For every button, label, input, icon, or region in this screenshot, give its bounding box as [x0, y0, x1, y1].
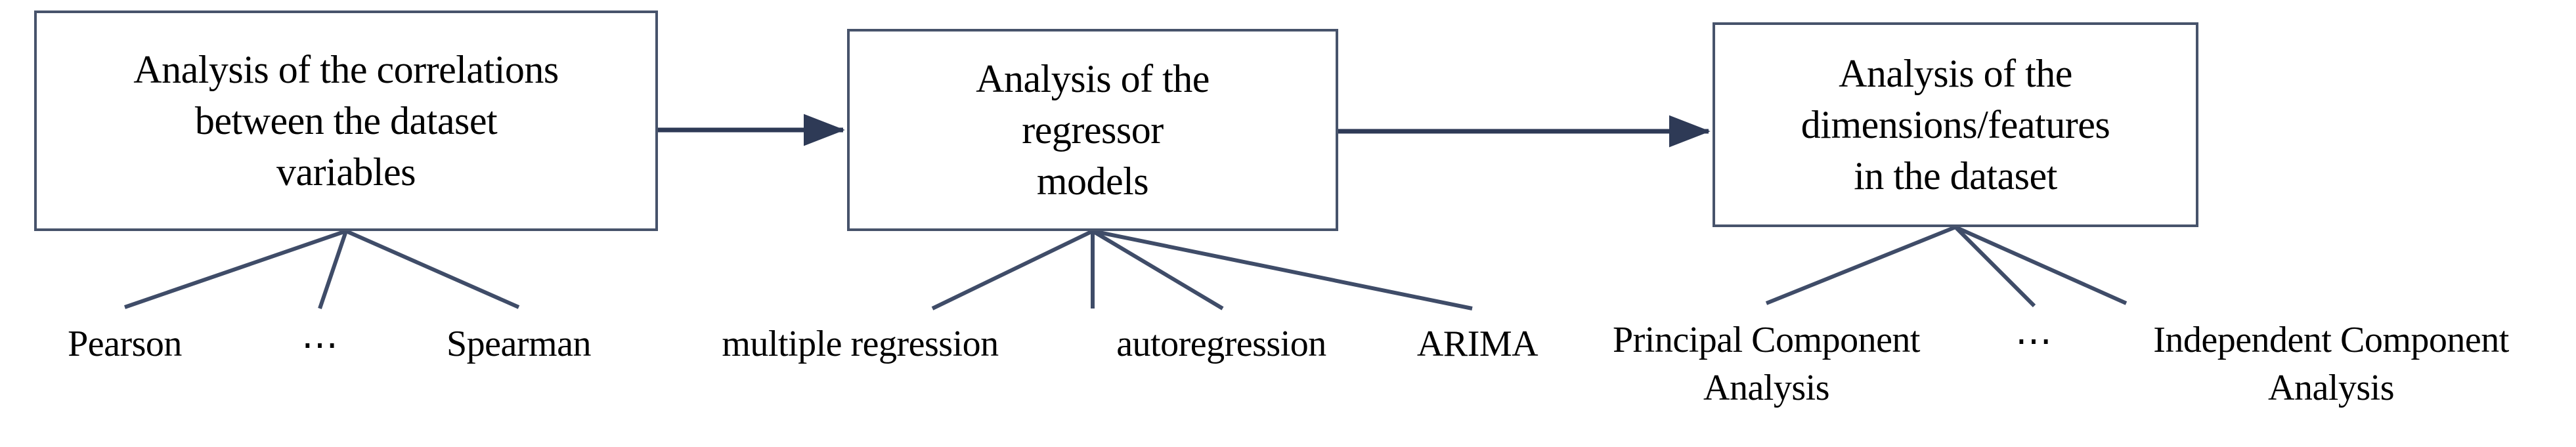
leaf-ellipsis-stage1: ⋯: [301, 325, 342, 366]
leaf-label-autoregression: autoregression: [1116, 324, 1326, 364]
leaf-label-independent-component-analysis: Independent Component Analysis: [2153, 320, 2509, 408]
stage-box-correlations[interactable]: Analysis of the correlations between the…: [34, 11, 658, 231]
stage-box-regressor-models-title: Analysis of the regressor models: [976, 57, 1210, 203]
leaf-ellipsis-stage3: ⋯: [2015, 321, 2056, 362]
leaf-label-spearman: Spearman: [447, 324, 591, 364]
connector-group-stage3: [1765, 225, 2128, 308]
stage-box-correlations-title: Analysis of the correlations between the…: [133, 48, 559, 194]
leaf-label-pearson: Pearson: [68, 324, 182, 364]
stage-box-dimensions-features[interactable]: Analysis of the dimensions/features in t…: [1713, 22, 2198, 227]
leaf-label-principal-component-analysis: Principal Component Analysis: [1612, 320, 1921, 408]
stage-box-dimensions-features-title: Analysis of the dimensions/features in t…: [1801, 52, 2110, 198]
leaf-label-multiple-regression: multiple regression: [722, 324, 999, 364]
connector-group-stage1: [124, 229, 520, 309]
stage-box-regressor-models[interactable]: Analysis of the regressor models: [847, 29, 1338, 231]
connector-group-stage2: [931, 229, 1473, 310]
leaf-label-arima: ARIMA: [1416, 324, 1539, 364]
